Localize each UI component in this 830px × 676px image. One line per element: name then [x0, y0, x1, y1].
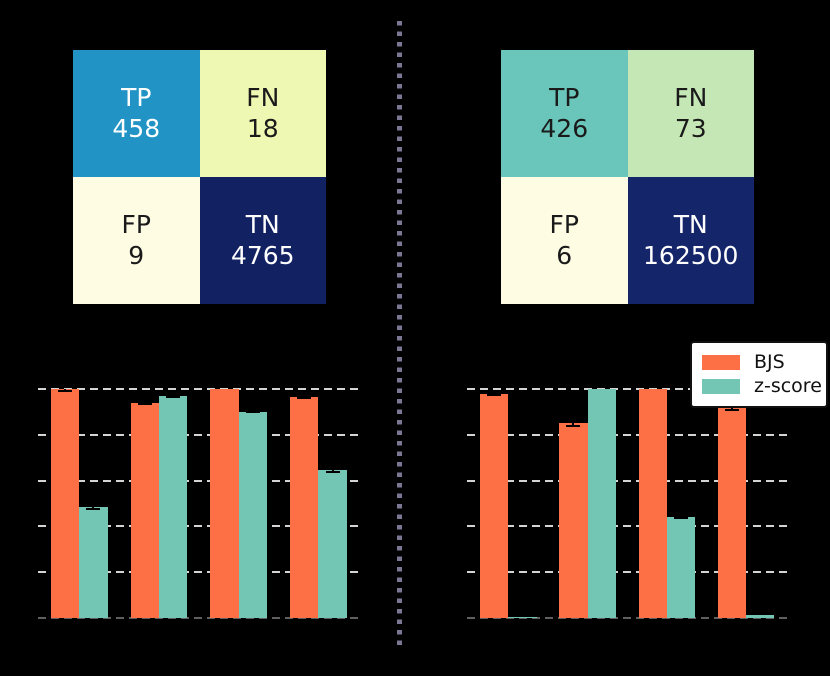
gridline [467, 525, 788, 528]
bar-zscore [587, 389, 616, 618]
error-bar-line [303, 397, 306, 399]
bar-zscore [79, 507, 108, 618]
bar-zscore [159, 395, 188, 618]
bar-bjs [51, 389, 80, 618]
matrix-cell-tp: TP 458 [73, 50, 200, 177]
legend-item-bjs: BJS [702, 350, 826, 374]
legend-label: z-score [754, 375, 822, 397]
cell-value: 6 [556, 240, 573, 270]
cell-label: FN [674, 83, 708, 112]
bar-bjs [559, 423, 588, 618]
cell-label: TN [673, 210, 708, 239]
confusion-matrix-right: TP 426 FN 73 FP 6 TN 162500 [501, 50, 754, 304]
bar-zscore [666, 517, 696, 618]
cell-label: FP [121, 210, 151, 239]
cell-label: TP [549, 83, 580, 112]
bar-chart-right [467, 375, 788, 619]
gridline [467, 433, 788, 436]
x-axis-baseline [467, 617, 788, 619]
error-bar-line [64, 389, 67, 392]
legend-item-zscore: z-score [702, 374, 826, 398]
cell-value: 9 [128, 240, 145, 270]
panel-divider-dotted-line [397, 21, 402, 646]
gridline [38, 388, 360, 390]
cell-label: FN [246, 83, 280, 112]
matrix-cell-tp: TP 426 [501, 50, 628, 177]
gridline [38, 479, 360, 482]
cell-value: 162500 [643, 240, 739, 270]
error-bar-line [572, 423, 575, 427]
gridline [467, 571, 788, 574]
cell-value: 426 [540, 113, 589, 143]
x-axis-baseline [38, 617, 360, 619]
legend-swatch-zscore [702, 378, 740, 394]
bar-bjs [638, 389, 667, 618]
matrix-cell-fp: FP 6 [501, 177, 628, 304]
bar-zscore [508, 616, 537, 618]
error-bar-line [92, 507, 95, 511]
cell-value: 4765 [230, 240, 295, 270]
bar-zscore [238, 411, 267, 618]
bar-bjs [130, 402, 159, 618]
bar-bjs [290, 397, 319, 618]
cell-label: FP [549, 210, 579, 239]
bar-bjs [480, 393, 509, 618]
matrix-cell-tn: TN 4765 [199, 177, 326, 304]
bar-zscore [318, 470, 347, 618]
matrix-cell-tn: TN 162500 [627, 177, 754, 304]
gridline [467, 479, 788, 482]
error-bar-line [143, 402, 146, 406]
error-bar-line [331, 470, 334, 474]
cell-value: 73 [674, 113, 707, 143]
gridline [38, 571, 360, 574]
gridline [467, 388, 788, 390]
cell-label: TN [245, 210, 280, 239]
cell-value: 18 [246, 113, 279, 143]
gridline [38, 433, 360, 436]
legend-label: BJS [754, 351, 785, 373]
bar-zscore [746, 615, 775, 618]
error-bar-line [680, 517, 683, 519]
bar-chart-left [38, 375, 360, 619]
cell-value: 458 [112, 113, 161, 143]
error-bar-line [731, 408, 734, 412]
bar-bjs [210, 389, 239, 618]
cell-label: TP [121, 83, 152, 112]
matrix-cell-fp: FP 9 [73, 177, 200, 304]
matrix-cell-fn: FN 73 [627, 50, 754, 177]
error-bar-line [172, 395, 175, 398]
bar-bjs [717, 408, 747, 618]
gridline [38, 525, 360, 528]
confusion-matrix-left: TP 458 FN 18 FP 9 TN 4765 [73, 50, 326, 304]
matrix-cell-fn: FN 18 [199, 50, 326, 177]
legend: BJS z-score [690, 341, 828, 408]
legend-swatch-bjs [702, 354, 740, 370]
error-bar-line [493, 393, 496, 396]
error-bar-line [251, 411, 254, 414]
